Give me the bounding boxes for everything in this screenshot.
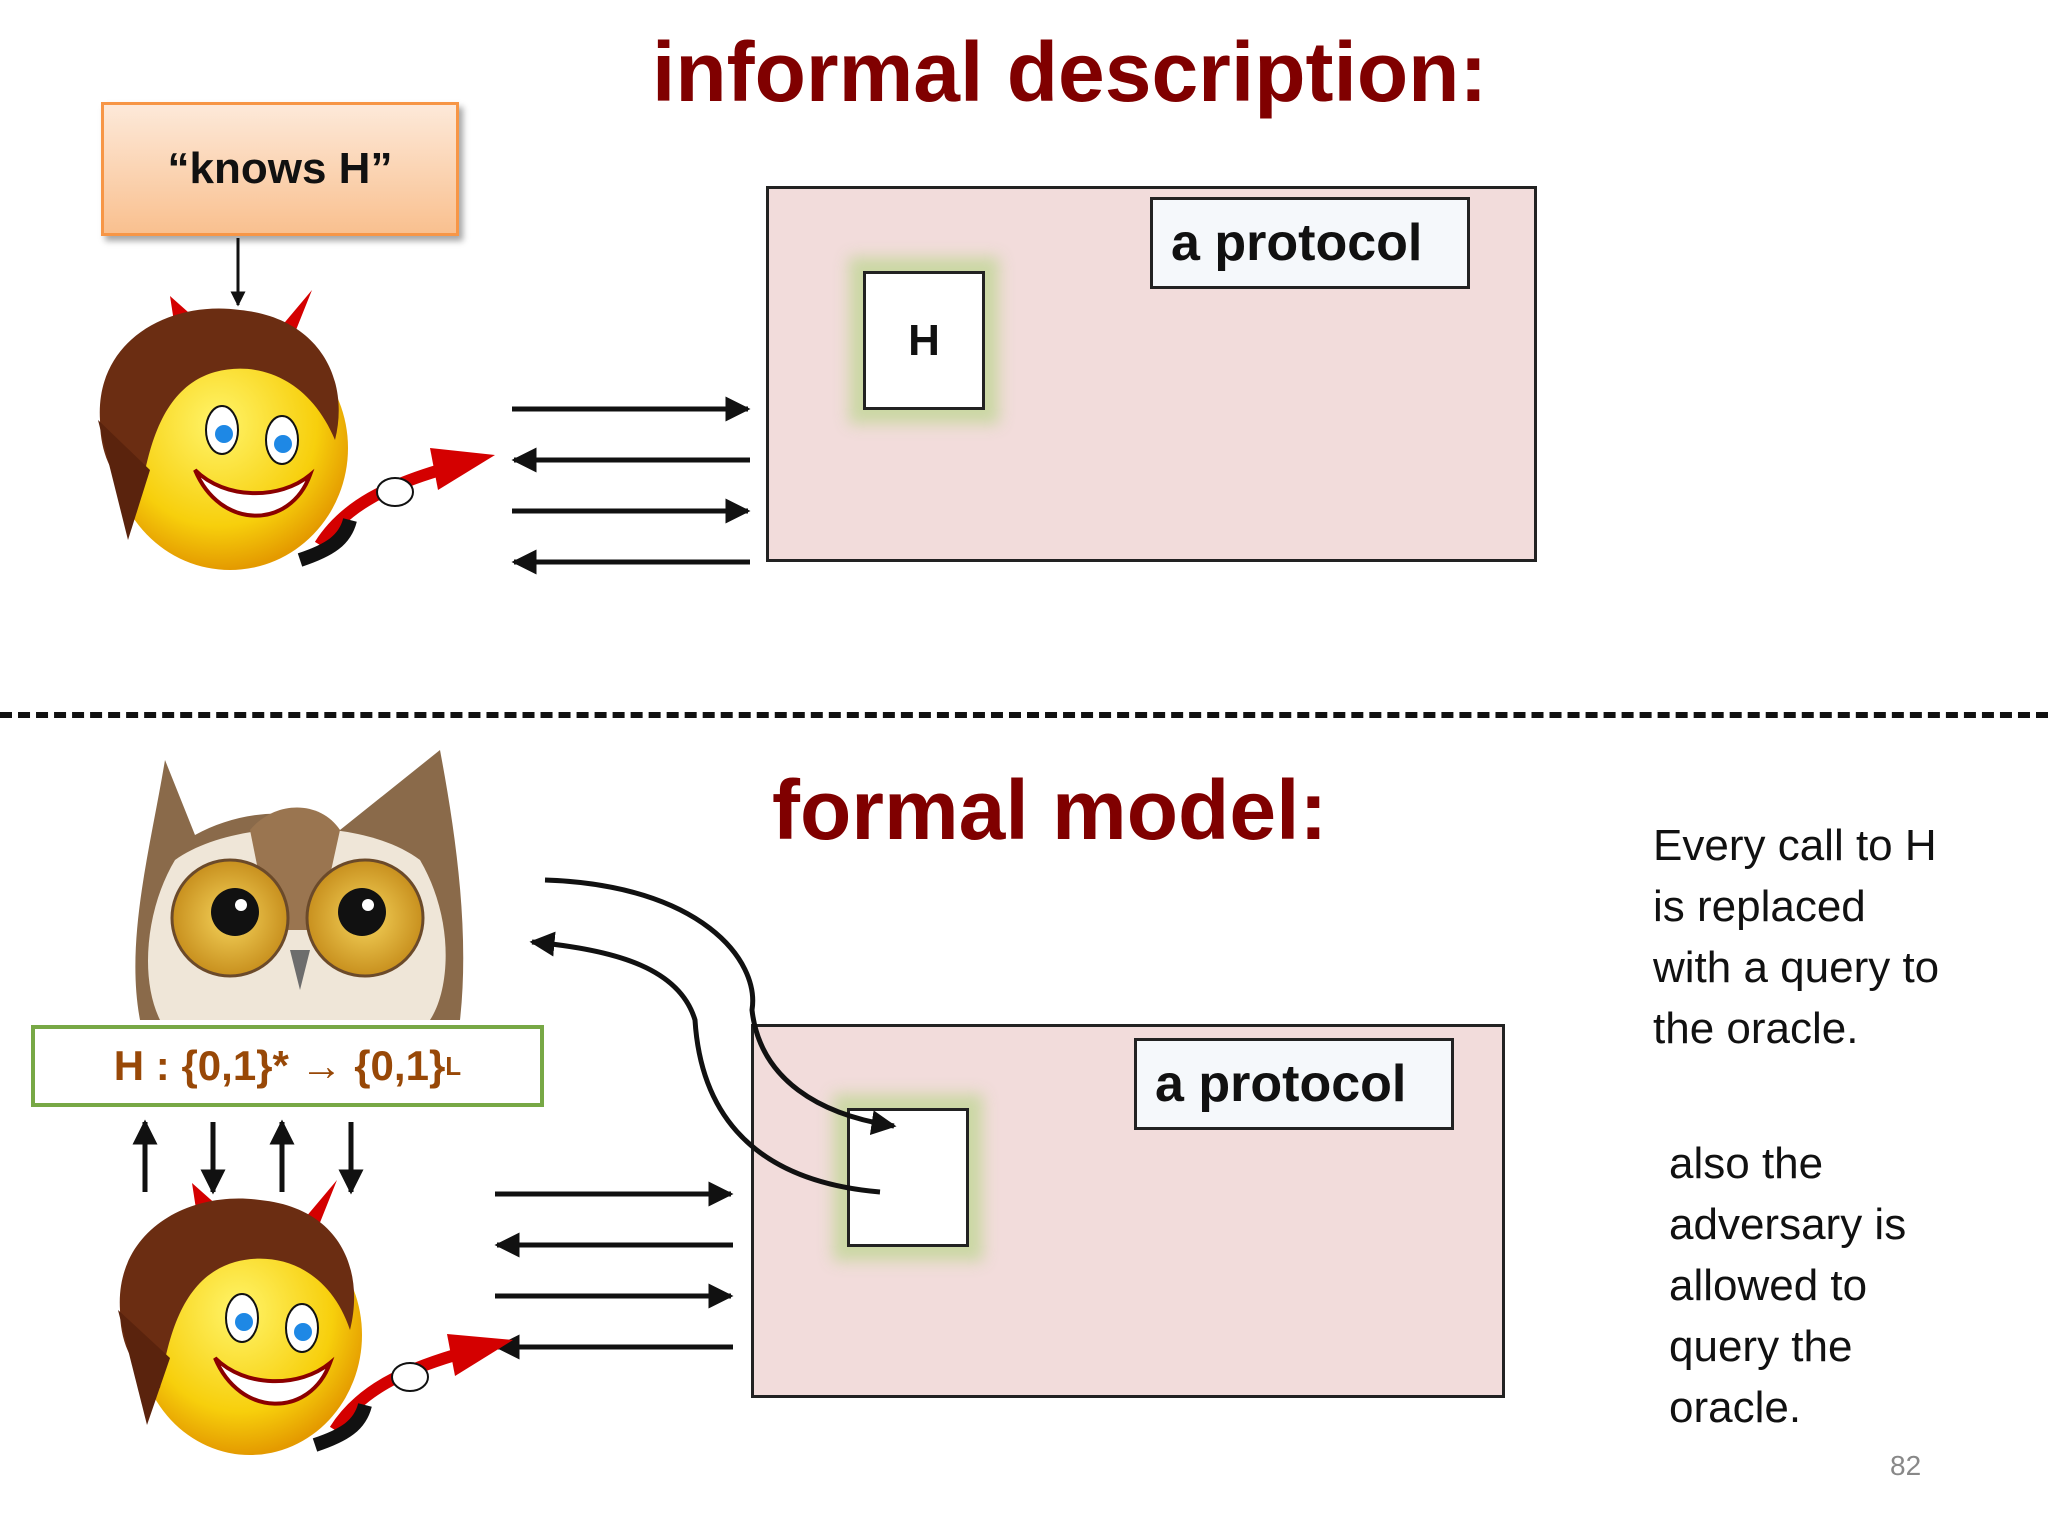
hash-function-box: H (863, 271, 985, 410)
oracle-call-box (847, 1108, 969, 1247)
page-number: 82 (1890, 1450, 1922, 1481)
owl-icon (135, 750, 464, 1020)
protocol-label-bottom: a protocol (1134, 1038, 1454, 1130)
oracle-response-curve (529, 931, 881, 1195)
top-message-arrows (511, 396, 751, 575)
knows-h-callout: “knows H” (101, 102, 459, 236)
title-formal-model: formal model: (772, 763, 1328, 857)
note-adversary-query: also the adversary is allowed to query t… (1669, 1139, 1907, 1432)
oracle-query-curve (544, 877, 897, 1136)
title-informal-description: informal description: (652, 25, 1488, 119)
note-every-call: Every call to H is replaced with a query… (1653, 821, 1940, 1053)
oracle-definition: H : {0,1}* → {0,1} (113, 1042, 446, 1089)
devil-emoji-icon (98, 290, 495, 570)
oracle-output-length: L (445, 1050, 462, 1081)
random-oracle-box: H : {0,1}* → {0,1}L (31, 1025, 544, 1107)
section-divider (0, 712, 2048, 718)
bottom-message-arrows (494, 1181, 734, 1360)
protocol-label-top: a protocol (1150, 197, 1470, 289)
devil-emoji-icon (118, 1180, 513, 1455)
oracle-query-arrows (132, 1119, 364, 1195)
